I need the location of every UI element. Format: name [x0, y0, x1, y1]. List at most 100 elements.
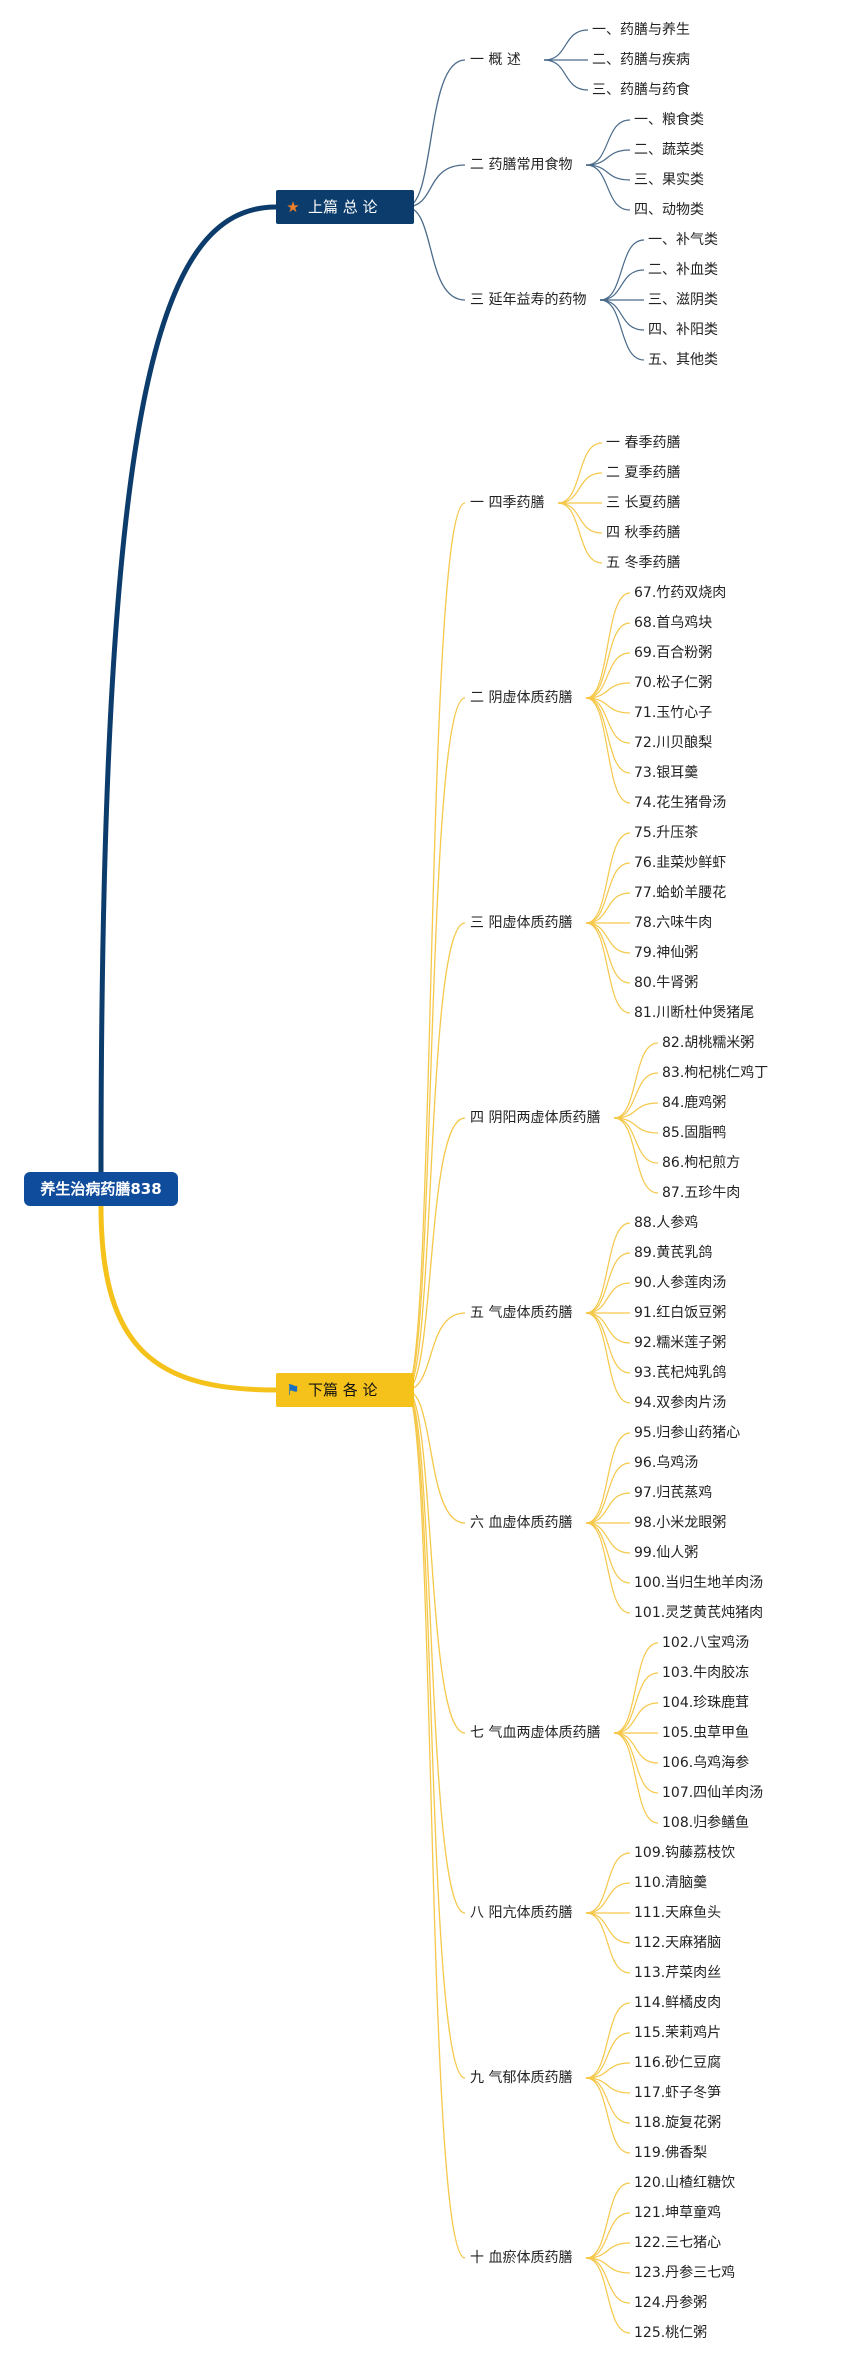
leaf-node[interactable]: 二、补血类: [648, 262, 718, 278]
leaf-node[interactable]: 86.枸杞煎方: [662, 1155, 741, 1171]
leaf-node[interactable]: 112.天麻猪脑: [634, 1935, 722, 1951]
leaf-node[interactable]: 113.芹菜肉丝: [634, 1965, 722, 1981]
leaf-node[interactable]: 84.鹿鸡粥: [662, 1095, 727, 1111]
leaf-node[interactable]: 99.仙人粥: [634, 1545, 699, 1561]
leaf-node[interactable]: 122.三七猪心: [634, 2235, 722, 2251]
leaf-node[interactable]: 71.玉竹心子: [634, 705, 713, 721]
leaf-node[interactable]: 96.乌鸡汤: [634, 1455, 699, 1471]
leaf-node[interactable]: 124.丹参粥: [634, 2295, 708, 2311]
leaf-node[interactable]: 一、补气类: [648, 232, 718, 248]
leaf-node[interactable]: 100.当归生地羊肉汤: [634, 1575, 764, 1591]
leaf-node[interactable]: 75.升压茶: [634, 825, 699, 841]
leaf-node[interactable]: 五、其他类: [648, 352, 718, 368]
leaf-node[interactable]: 五 冬季药膳: [606, 555, 681, 571]
leaf-node[interactable]: 108.归参鳝鱼: [662, 1815, 750, 1831]
leaf-node[interactable]: 一、粮食类: [634, 112, 704, 128]
branch-node[interactable]: 三 延年益寿的药物: [470, 292, 587, 308]
branch-connector: [405, 1389, 466, 2079]
branch-node[interactable]: 十 血瘀体质药膳: [470, 2250, 573, 2266]
leaf-node[interactable]: 92.糯米莲子粥: [634, 1335, 727, 1351]
leaf-node[interactable]: 三、药膳与药食: [592, 82, 690, 98]
leaf-node[interactable]: 116.砂仁豆腐: [634, 2055, 722, 2071]
leaf-node[interactable]: 83.枸杞桃仁鸡丁: [662, 1065, 769, 1081]
leaf-node[interactable]: 三、滋阴类: [648, 292, 718, 308]
leaf-node[interactable]: 72.川贝酿梨: [634, 735, 713, 751]
leaf-node[interactable]: 94.双参肉片汤: [634, 1395, 727, 1411]
leaf-node[interactable]: 117.虾子冬笋: [634, 2085, 722, 2101]
leaf-node[interactable]: 114.鲜橘皮肉: [634, 1995, 722, 2011]
leaf-node[interactable]: 76.韭菜炒鲜虾: [634, 855, 727, 871]
leaf-node[interactable]: 73.银耳羹: [634, 765, 699, 781]
branch-node[interactable]: 一 四季药膳: [470, 495, 545, 511]
main-node-upper[interactable]: ★上篇 总 论: [276, 190, 414, 224]
leaf-node[interactable]: 93.芪杞炖乳鸽: [634, 1365, 727, 1381]
leaf-node[interactable]: 67.竹药双烧肉: [634, 585, 727, 601]
main-node-lower[interactable]: ⚑下篇 各 论: [276, 1373, 414, 1407]
leaf-node[interactable]: 111.天麻鱼头: [634, 1905, 722, 1921]
leaf-node[interactable]: 70.松子仁粥: [634, 675, 713, 691]
leaf-node[interactable]: 81.川断杜仲煲猪尾: [634, 1005, 755, 1021]
leaf-connector: [613, 1732, 659, 1794]
leaf-node[interactable]: 105.虫草甲鱼: [662, 1725, 750, 1741]
leaf-node[interactable]: 106.乌鸡海参: [662, 1755, 750, 1771]
leaf-node[interactable]: 四、补阳类: [648, 322, 718, 338]
leaf-node[interactable]: 125.桃仁粥: [634, 2325, 708, 2341]
branch-node[interactable]: 二 阴虚体质药膳: [470, 690, 573, 706]
branch-node[interactable]: 九 气郁体质药膳: [470, 2070, 573, 2086]
leaf-node[interactable]: 102.八宝鸡汤: [662, 1635, 750, 1651]
leaf-node[interactable]: 98.小米龙眼粥: [634, 1515, 727, 1531]
leaf-node[interactable]: 一 春季药膳: [606, 435, 681, 451]
leaf-node[interactable]: 120.山楂红糖饮: [634, 2175, 736, 2191]
leaf-node[interactable]: 119.佛香梨: [634, 2145, 708, 2161]
leaf-node[interactable]: 123.丹参三七鸡: [634, 2265, 736, 2281]
branch-node[interactable]: 二 药膳常用食物: [470, 157, 573, 173]
branch-node[interactable]: 五 气虚体质药膳: [470, 1305, 573, 1321]
leaf-node[interactable]: 80.牛肾粥: [634, 975, 699, 991]
leaf-node[interactable]: 87.五珍牛肉: [662, 1185, 741, 1201]
branch-node[interactable]: 七 气血两虚体质药膳: [470, 1725, 601, 1741]
leaf-node[interactable]: 三 长夏药膳: [606, 495, 681, 511]
leaf-node[interactable]: 四、动物类: [634, 202, 704, 218]
leaf-node[interactable]: 二、蔬菜类: [634, 142, 704, 158]
leaf-node[interactable]: 88.人参鸡: [634, 1215, 699, 1231]
leaf-node[interactable]: 74.花生猪骨汤: [634, 795, 727, 811]
leaf-node[interactable]: 104.珍珠鹿茸: [662, 1695, 750, 1711]
leaf-node[interactable]: 95.归参山药猪心: [634, 1425, 741, 1441]
leaf-node[interactable]: 103.牛肉胶冻: [662, 1665, 750, 1681]
leaf-connector: [585, 2212, 631, 2259]
leaf-node[interactable]: 69.百合粉粥: [634, 645, 713, 661]
leaf-node[interactable]: 121.坤草童鸡: [634, 2205, 722, 2221]
branch-node[interactable]: 四 阴阳两虚体质药膳: [470, 1110, 601, 1126]
leaf-node[interactable]: 78.六味牛肉: [634, 915, 713, 931]
leaf-node[interactable]: 79.神仙粥: [634, 945, 699, 961]
leaf-node[interactable]: 97.归芪蒸鸡: [634, 1485, 713, 1501]
leaf-node[interactable]: 四 秋季药膳: [606, 525, 681, 541]
leaf-node[interactable]: 101.灵芝黄芪炖猪肉: [634, 1605, 764, 1621]
leaf-node[interactable]: 68.首乌鸡块: [634, 615, 713, 631]
leaf-node[interactable]: 91.红白饭豆粥: [634, 1305, 727, 1321]
branch-node[interactable]: 六 血虚体质药膳: [470, 1515, 573, 1531]
leaf-node[interactable]: 107.四仙羊肉汤: [662, 1785, 764, 1801]
leaf-node[interactable]: 一、药膳与养生: [592, 22, 690, 38]
leaf-node[interactable]: 77.蛤蚧羊腰花: [634, 885, 727, 901]
leaf-node[interactable]: 115.茉莉鸡片: [634, 2025, 722, 2041]
leaf-node[interactable]: 二、药膳与疾病: [592, 52, 690, 68]
branch-node[interactable]: 三 阳虚体质药膳: [470, 915, 573, 931]
leaf-node[interactable]: 90.人参莲肉汤: [634, 1275, 727, 1291]
root-node[interactable]: 养生治病药膳838: [24, 1172, 178, 1206]
branch-node[interactable]: 一 概 述: [470, 52, 521, 68]
leaf-node[interactable]: 82.胡桃糯米粥: [662, 1035, 755, 1051]
trunk-lower: [98, 1205, 277, 1393]
leaf-node[interactable]: 110.清脑羹: [634, 1875, 708, 1891]
leaf-node[interactable]: 89.黄芪乳鸽: [634, 1245, 713, 1261]
leaf-connector: [585, 1522, 631, 1554]
leaf-connector: [585, 164, 631, 211]
leaf-node[interactable]: 118.旋复花粥: [634, 2115, 722, 2131]
leaf-node[interactable]: 109.钩藤荔枝饮: [634, 1845, 736, 1861]
leaf-node[interactable]: 85.固脂鸭: [662, 1125, 727, 1141]
leaf-node[interactable]: 三、果实类: [634, 172, 704, 188]
branch-node[interactable]: 八 阳亢体质药膳: [470, 1905, 573, 1921]
leaf-node[interactable]: 二 夏季药膳: [606, 465, 681, 481]
main-node-label: 下篇 各 论: [308, 1381, 378, 1399]
